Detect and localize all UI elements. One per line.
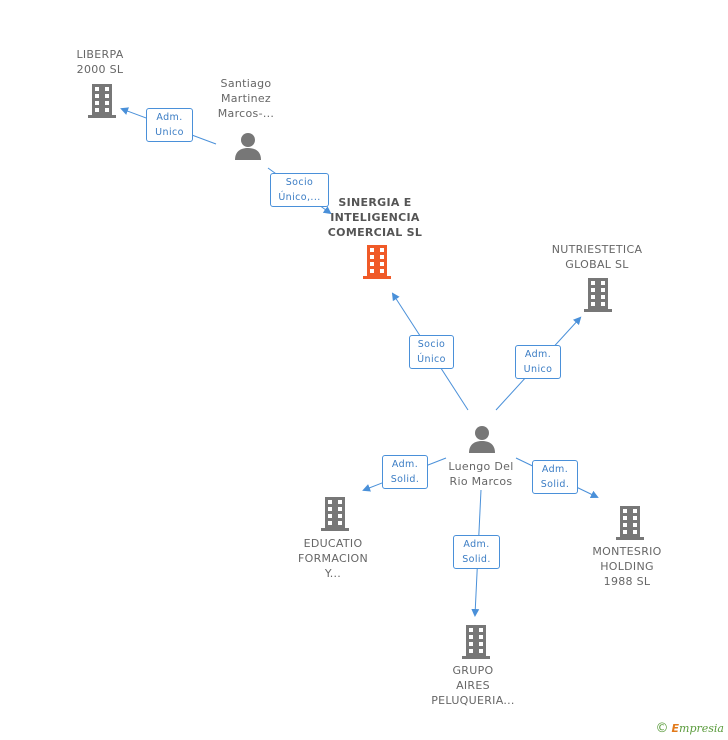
brand-name: mpresia xyxy=(679,722,724,735)
edge-badge-line: Socio xyxy=(417,339,446,350)
brand-initial: E xyxy=(671,722,680,735)
node-label-santiago[interactable]: Santiago Martinez Marcos-... xyxy=(200,76,292,121)
node-label-line: Rio Marcos xyxy=(449,475,513,488)
node-label-line: LIBERPA xyxy=(76,48,124,61)
edge-badge-line: Único,... xyxy=(278,192,321,203)
node-label-line: COMERCIAL SL xyxy=(327,226,423,239)
node-label-line: Santiago xyxy=(220,77,272,90)
node-label-line: MONTESRIO xyxy=(592,545,662,558)
edge-badge-luengo-nutriestetica[interactable]: Adm. Unico xyxy=(515,345,561,379)
node-label-luengo[interactable]: Luengo Del Rio Marcos xyxy=(436,459,526,489)
node-label-liberpa[interactable]: LIBERPA 2000 SL xyxy=(58,47,142,77)
edge-badge-luengo-educatio[interactable]: Adm. Solid. xyxy=(382,455,428,489)
node-label-grupo[interactable]: GRUPO AIRES PELUQUERIA... xyxy=(423,663,523,708)
building-icon[interactable] xyxy=(86,84,118,118)
building-icon[interactable] xyxy=(460,625,492,659)
edge-badge-luengo-grupo[interactable]: Adm. Solid. xyxy=(453,535,500,569)
building-icon[interactable] xyxy=(614,506,646,540)
edge-badge-santiago-liberpa[interactable]: Adm. Unico xyxy=(146,108,193,142)
node-label-line: INTELIGENCIA xyxy=(330,211,420,224)
edge-badge-line: Solid. xyxy=(390,474,420,485)
node-label-line: Martinez xyxy=(220,92,272,105)
edge-badge-santiago-sinergia[interactable]: Socio Único,... xyxy=(270,173,329,207)
edge-badge-line: Adm. xyxy=(463,539,490,550)
node-label-line: NUTRIESTETICA xyxy=(551,243,643,256)
edge-badge-luengo-montesrio[interactable]: Adm. Solid. xyxy=(532,460,578,494)
edge-badge-line: Socio xyxy=(285,177,314,188)
node-label-line: Marcos-... xyxy=(217,107,275,120)
person-icon[interactable] xyxy=(233,131,263,161)
node-label-line: 2000 SL xyxy=(76,63,124,76)
building-icon[interactable] xyxy=(319,497,351,531)
building-icon[interactable] xyxy=(582,278,614,312)
brand-footer[interactable]: ©Empresia xyxy=(656,721,724,736)
node-label-line: Luengo Del xyxy=(448,460,514,473)
node-label-sinergia[interactable]: SINERGIA E INTELIGENCIA COMERCIAL SL xyxy=(318,195,432,240)
edge-badge-line: Adm. xyxy=(391,459,419,470)
node-label-line: GRUPO xyxy=(452,664,494,677)
edge-badge-line: Único xyxy=(417,354,446,365)
edge-badge-line: Adm. xyxy=(524,349,552,360)
copyright-icon: © xyxy=(655,721,669,736)
node-label-line: HOLDING xyxy=(600,560,654,573)
edge-badge-line: Solid. xyxy=(462,554,491,565)
node-label-educatio[interactable]: EDUCATIO FORMACION Y... xyxy=(288,536,378,581)
edge-badge-line: Unico xyxy=(155,127,184,138)
node-label-line: PELUQUERIA... xyxy=(431,694,515,707)
node-label-line: 1988 SL xyxy=(603,575,651,588)
edge-badge-line: Adm. xyxy=(156,112,183,123)
building-icon-highlight[interactable] xyxy=(361,245,393,279)
node-label-line: AIRES xyxy=(456,679,490,692)
node-label-line: Y... xyxy=(324,567,342,580)
node-label-line: EDUCATIO xyxy=(303,537,363,550)
node-label-line: FORMACION xyxy=(298,552,368,565)
edge-badge-luengo-sinergia[interactable]: Socio Único xyxy=(409,335,454,369)
edge-badge-line: Solid. xyxy=(540,479,570,490)
node-label-nutriestetica[interactable]: NUTRIESTETICA GLOBAL SL xyxy=(540,242,654,272)
person-icon[interactable] xyxy=(467,424,497,454)
edge-badge-line: Unico xyxy=(523,364,553,375)
node-label-line: SINERGIA E xyxy=(338,196,412,209)
node-label-montesrio[interactable]: MONTESRIO HOLDING 1988 SL xyxy=(582,544,672,589)
node-label-line: GLOBAL SL xyxy=(565,258,629,271)
edge-badge-line: Adm. xyxy=(541,464,569,475)
